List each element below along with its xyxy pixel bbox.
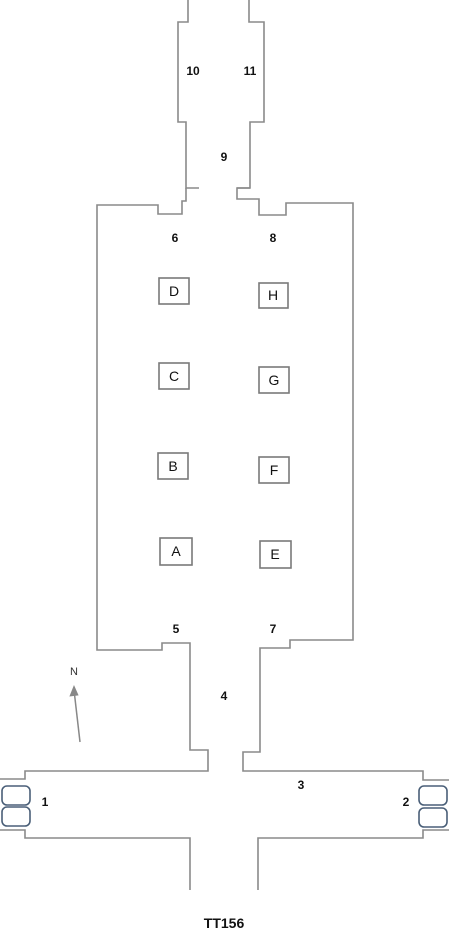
lower-hall-right-wall: [257, 829, 449, 890]
area-number-6: 6: [172, 231, 179, 245]
upper-chamber-right-wall: [237, 0, 265, 189]
pillar-label-c: C: [169, 368, 179, 384]
pillar-b: B: [157, 452, 189, 480]
upper-chamber-right-jamb: [236, 187, 449, 781]
pillar-c: C: [158, 362, 190, 390]
niche-right-upper: [418, 785, 448, 806]
area-number-4: 4: [221, 689, 228, 703]
pillar-h: H: [258, 282, 289, 309]
pillar-label-e: E: [270, 546, 279, 562]
pillar-d: D: [158, 277, 190, 305]
pillar-label-g: G: [269, 372, 280, 388]
north-arrow: N: [69, 666, 81, 743]
niche-right-lower: [418, 807, 448, 828]
niche-left-lower: [1, 806, 31, 827]
area-number-1: 1: [42, 795, 49, 809]
pillar-label-h: H: [268, 287, 278, 303]
upper-chamber-left-wall: [177, 0, 199, 189]
lower-hall-left-wall: [0, 829, 191, 890]
area-number-11: 11: [244, 64, 257, 78]
area-number-5: 5: [173, 622, 180, 636]
area-number-9: 9: [221, 150, 228, 164]
tomb-title: TT156: [204, 915, 245, 931]
pillar-label-d: D: [169, 283, 179, 299]
north-label: N: [70, 666, 78, 678]
area-number-2: 2: [403, 795, 410, 809]
pillar-label-b: B: [168, 458, 177, 474]
pillar-g: G: [258, 366, 290, 394]
pillar-a: A: [159, 537, 193, 566]
north-arrow-head-icon: [69, 684, 79, 697]
niche-left-upper: [1, 785, 31, 806]
pillar-label-a: A: [171, 543, 181, 559]
area-number-8: 8: [270, 231, 277, 245]
pillar-e: E: [259, 540, 292, 569]
upper-chamber-left-jamb: [0, 188, 209, 780]
area-number-10: 10: [186, 64, 200, 78]
area-number-3: 3: [298, 778, 305, 792]
pillar-label-f: F: [270, 462, 279, 478]
area-number-7: 7: [270, 622, 277, 636]
pillar-f: F: [258, 456, 290, 484]
